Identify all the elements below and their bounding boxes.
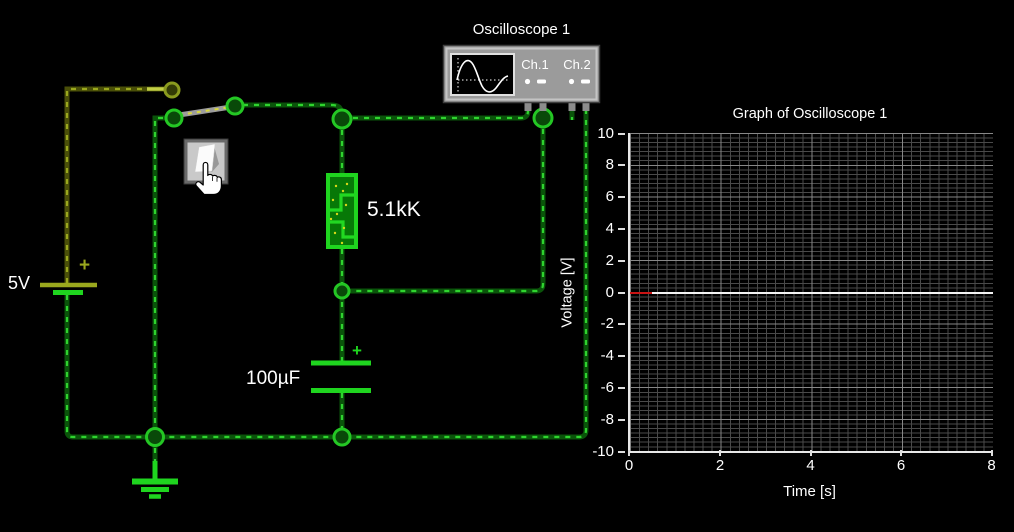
- y-tick-label: 2: [556, 252, 625, 270]
- wire-battery-positive[interactable]: [64, 86, 165, 283]
- switch-open-contact-node: [163, 81, 181, 99]
- capacitor-plus-sign: +: [352, 341, 362, 360]
- x-tick-label: 2: [702, 450, 738, 475]
- battery-symbol[interactable]: [40, 282, 97, 295]
- x-tick-label: 6: [883, 450, 919, 475]
- resistor-symbol[interactable]: [326, 173, 358, 249]
- wire-top-rail-ch1-plus[interactable]: [342, 105, 531, 121]
- circuit-node: [164, 108, 184, 128]
- x-tick-label: 4: [793, 450, 829, 475]
- y-tick-label: 10: [556, 125, 625, 143]
- ch1-plus-terminal[interactable]: [524, 100, 532, 111]
- ch1-minus-terminal[interactable]: [539, 100, 547, 111]
- circuit-node: [333, 282, 351, 300]
- circuit-node: [225, 96, 245, 116]
- y-tick-label: 0: [556, 284, 625, 302]
- wire-switch-to-top-node[interactable]: [243, 102, 345, 120]
- capacitor-value-label: 100µF: [246, 368, 301, 389]
- hand-cursor-icon: [195, 161, 222, 196]
- oscilloscope-title: Oscilloscope 1: [472, 21, 571, 38]
- circuit-node: [332, 427, 352, 447]
- y-tick-label: 8: [556, 156, 625, 174]
- oscilloscope-screen-icon: [450, 53, 515, 96]
- battery-voltage-label: 5V: [7, 273, 31, 293]
- y-tick-label: -2: [556, 315, 625, 333]
- circuit-node: [532, 107, 554, 129]
- y-tick-label: -6: [556, 379, 625, 397]
- circuit-node: [331, 108, 353, 130]
- ch1-minus-icon: [537, 79, 546, 84]
- graph-plot-area: [628, 133, 993, 453]
- y-tick-label: -4: [556, 347, 625, 365]
- switch-lever[interactable]: [178, 104, 232, 118]
- rocker-switch-icon: [194, 143, 219, 173]
- y-tick-label: -10: [556, 443, 625, 461]
- x-tick-label: 8: [974, 450, 1010, 475]
- wire-bottom-rail[interactable]: [64, 110, 589, 440]
- ground-symbol[interactable]: [132, 461, 178, 499]
- x-axis-title: Time [s]: [783, 483, 836, 500]
- ch2-minus-icon: [581, 79, 590, 84]
- ch2-plus-terminal[interactable]: [568, 100, 576, 111]
- wire-ch1-minus[interactable]: [342, 107, 546, 294]
- oscilloscope-component[interactable]: [442, 44, 601, 112]
- ch2-label: Ch.2: [563, 57, 591, 72]
- battery-plus-sign: +: [79, 255, 91, 276]
- ch2-minus-terminal[interactable]: [582, 100, 590, 111]
- x-tick-label: 0: [611, 450, 647, 475]
- circuit-node: [145, 427, 165, 447]
- ch1-plus-icon: [524, 78, 531, 85]
- wire-switch-to-ground-rail[interactable]: [152, 115, 174, 437]
- resistor-value-label: 5.1kK: [367, 198, 421, 221]
- capacitor-symbol[interactable]: [311, 360, 371, 393]
- y-tick-label: 6: [556, 188, 625, 206]
- graph-title: Graph of Oscilloscope 1: [732, 106, 888, 122]
- ch1-trace: [630, 291, 652, 294]
- ch1-label: Ch.1: [521, 57, 549, 72]
- y-tick-label: -8: [556, 411, 625, 429]
- zero-axis-line: [630, 291, 993, 294]
- y-tick-label: 4: [556, 220, 625, 238]
- switch-toggle-button[interactable]: [183, 138, 229, 185]
- y-axis-title: Voltage [V]: [559, 257, 576, 328]
- ch2-plus-icon: [568, 78, 575, 85]
